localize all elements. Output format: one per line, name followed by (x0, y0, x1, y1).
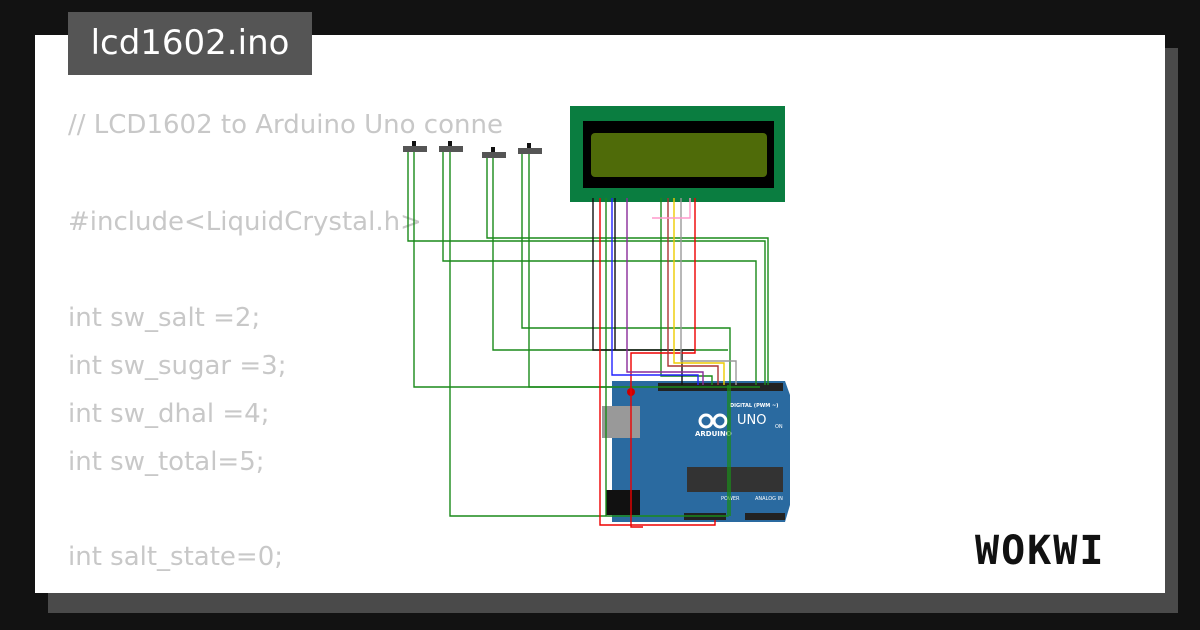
analog-label: ANALOG IN (755, 496, 783, 502)
wokwi-logo: WOKWI (975, 528, 1106, 574)
lcd1602[interactable] (570, 106, 785, 202)
arduino-logo (698, 413, 728, 429)
code-line: #include<LiquidCrystal.h> (68, 207, 422, 237)
code-preview: // LCD1602 to Arduino Uno conne #include… (68, 35, 1068, 593)
code-line: int sw_sugar =3; (68, 351, 287, 381)
board-model: UNO (737, 413, 766, 428)
board-brand: ARDUINO (695, 430, 732, 438)
code-line: int sugar_state=0; (68, 581, 309, 593)
code-line: int sw_total=5; (68, 447, 265, 477)
code-line: int sw_salt =2; (68, 303, 261, 333)
wires (407, 152, 769, 528)
code-line: int salt_state=0; (68, 542, 284, 572)
slide-switches[interactable] (403, 141, 542, 158)
arduino-uno[interactable]: UNO ARDUINO DIGITAL (PWM ~) POWER ANALOG… (602, 381, 790, 522)
code-line: int sw_dhal =4; (68, 399, 270, 429)
file-title: lcd1602.ino (68, 12, 312, 75)
on-label: ON (775, 424, 783, 430)
code-line: // LCD1602 to Arduino Uno conne (68, 110, 503, 140)
digital-label: DIGITAL (PWM ~) (730, 403, 778, 409)
